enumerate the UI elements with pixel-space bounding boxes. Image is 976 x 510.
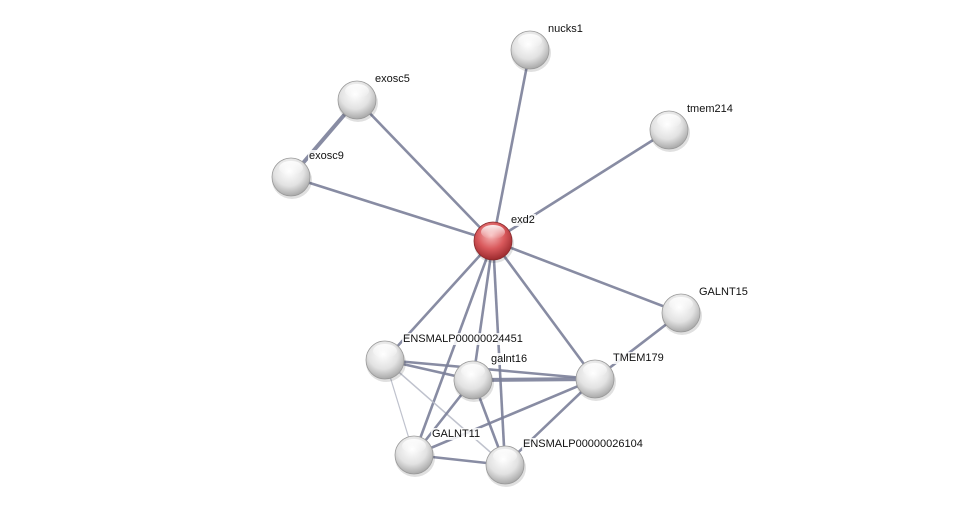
node-tmem214[interactable]: tmem214 bbox=[649, 103, 734, 152]
edge-galnt16-TMEM179[interactable] bbox=[472, 377, 596, 382]
node-ENSMALP00000024451[interactable]: ENSMALP00000024451 bbox=[365, 333, 524, 382]
node-label: GALNT15 bbox=[699, 286, 748, 298]
node-highlight bbox=[345, 84, 369, 98]
node-label: nucks1 bbox=[548, 23, 583, 35]
node-label: ENSMALP00000024451 bbox=[403, 333, 523, 345]
edge-TMEM179-GALNT11[interactable] bbox=[413, 377, 596, 457]
label-background bbox=[522, 438, 644, 450]
node-highlight bbox=[279, 161, 303, 175]
node-highlight bbox=[518, 34, 542, 48]
label-background bbox=[308, 150, 345, 162]
label-background bbox=[402, 333, 524, 345]
node-label: TMEM179 bbox=[613, 352, 664, 364]
edge-ENSMALP00000024451-ENSMALP00000026104[interactable] bbox=[384, 359, 506, 466]
edge-exd2-TMEM179[interactable] bbox=[491, 240, 597, 380]
nodes-layer: nucks1 exosc5 tmem214 exosc9 exd2GALNT15ENSM… bbox=[271, 23, 749, 487]
node-label: ENSMALP00000026104 bbox=[523, 438, 643, 450]
node-highlight bbox=[669, 297, 693, 311]
node-GALNT11[interactable]: GALNT11 bbox=[394, 428, 482, 477]
edge-exd2-GALNT15[interactable] bbox=[492, 239, 682, 315]
node-highlight bbox=[373, 344, 397, 358]
node-exosc9[interactable]: exosc9 bbox=[271, 150, 345, 199]
node-label: exosc9 bbox=[309, 150, 344, 162]
node-exd2[interactable]: exd2 bbox=[473, 214, 536, 263]
edge-exd2-galnt16[interactable] bbox=[471, 240, 495, 381]
edge-exd2-GALNT11[interactable] bbox=[412, 240, 495, 456]
edge-ENSMALP00000024451-TMEM179[interactable] bbox=[384, 358, 596, 381]
node-ENSMALP00000026104[interactable]: ENSMALP00000026104 bbox=[485, 438, 644, 487]
edge-exd2-exosc5[interactable] bbox=[356, 99, 494, 242]
node-label: exosc5 bbox=[375, 73, 410, 85]
edge-exd2-nucks1[interactable] bbox=[491, 49, 532, 242]
label-background bbox=[686, 103, 734, 115]
node-exosc5[interactable]: exosc5 bbox=[337, 73, 411, 122]
node-highlight bbox=[481, 225, 505, 239]
edge-exd2-exosc9[interactable] bbox=[290, 175, 494, 243]
node-GALNT15[interactable]: GALNT15 bbox=[661, 286, 749, 335]
node-nucks1[interactable]: nucks1 bbox=[510, 23, 584, 72]
node-highlight bbox=[583, 363, 607, 377]
node-label: tmem214 bbox=[687, 103, 733, 115]
label-background bbox=[547, 23, 584, 35]
label-background bbox=[510, 214, 536, 226]
node-label: GALNT11 bbox=[432, 428, 480, 440]
label-background bbox=[490, 353, 529, 365]
label-background bbox=[698, 286, 749, 298]
node-galnt16[interactable]: galnt16 bbox=[453, 353, 529, 402]
label-background bbox=[374, 73, 411, 85]
node-label: galnt16 bbox=[491, 353, 527, 365]
node-highlight bbox=[493, 449, 517, 463]
node-highlight bbox=[657, 114, 681, 128]
node-label: exd2 bbox=[511, 214, 535, 226]
node-TMEM179[interactable]: TMEM179 bbox=[575, 352, 665, 401]
node-highlight bbox=[402, 439, 426, 453]
label-background bbox=[431, 428, 482, 440]
edge-TMEM179-ENSMALP00000026104[interactable] bbox=[504, 378, 596, 466]
node-highlight bbox=[461, 364, 485, 378]
label-background bbox=[612, 352, 665, 364]
